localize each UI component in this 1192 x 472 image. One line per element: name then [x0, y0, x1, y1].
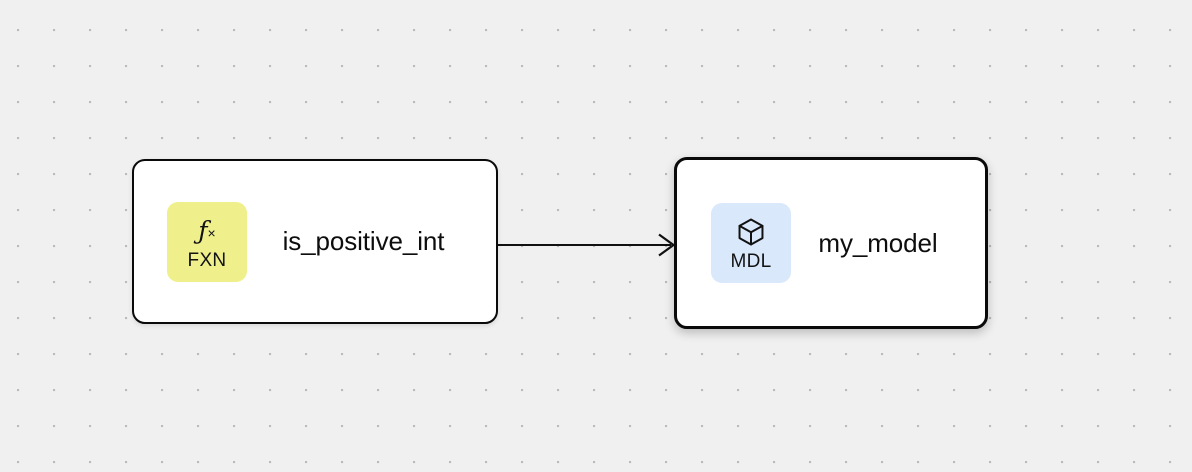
node-is-positive-int[interactable]: ƒ× FXN is_positive_int [132, 159, 498, 324]
node-title-is-positive-int: is_positive_int [282, 226, 445, 256]
cube-box-icon-svg [738, 218, 764, 246]
node-badge-fxn: ƒ× FXN [167, 201, 247, 282]
node-badge-abbr-fxn: FXN [187, 249, 227, 271]
edge-arrowhead-icon [658, 233, 676, 257]
node-badge-abbr-mdl: MDL [730, 251, 772, 272]
function-fx-icon: ƒ× [198, 214, 215, 248]
cube-box-icon [735, 215, 767, 249]
edge-fxn-to-mdl[interactable] [497, 233, 676, 257]
fx-glyph-times: × [207, 224, 216, 241]
node-badge-mdl: MDL [711, 203, 791, 283]
node-title-my-model: my_model [818, 227, 938, 258]
fx-glyph-symbol: ƒ [198, 216, 208, 245]
node-my-model[interactable]: MDL my_model [674, 157, 988, 329]
